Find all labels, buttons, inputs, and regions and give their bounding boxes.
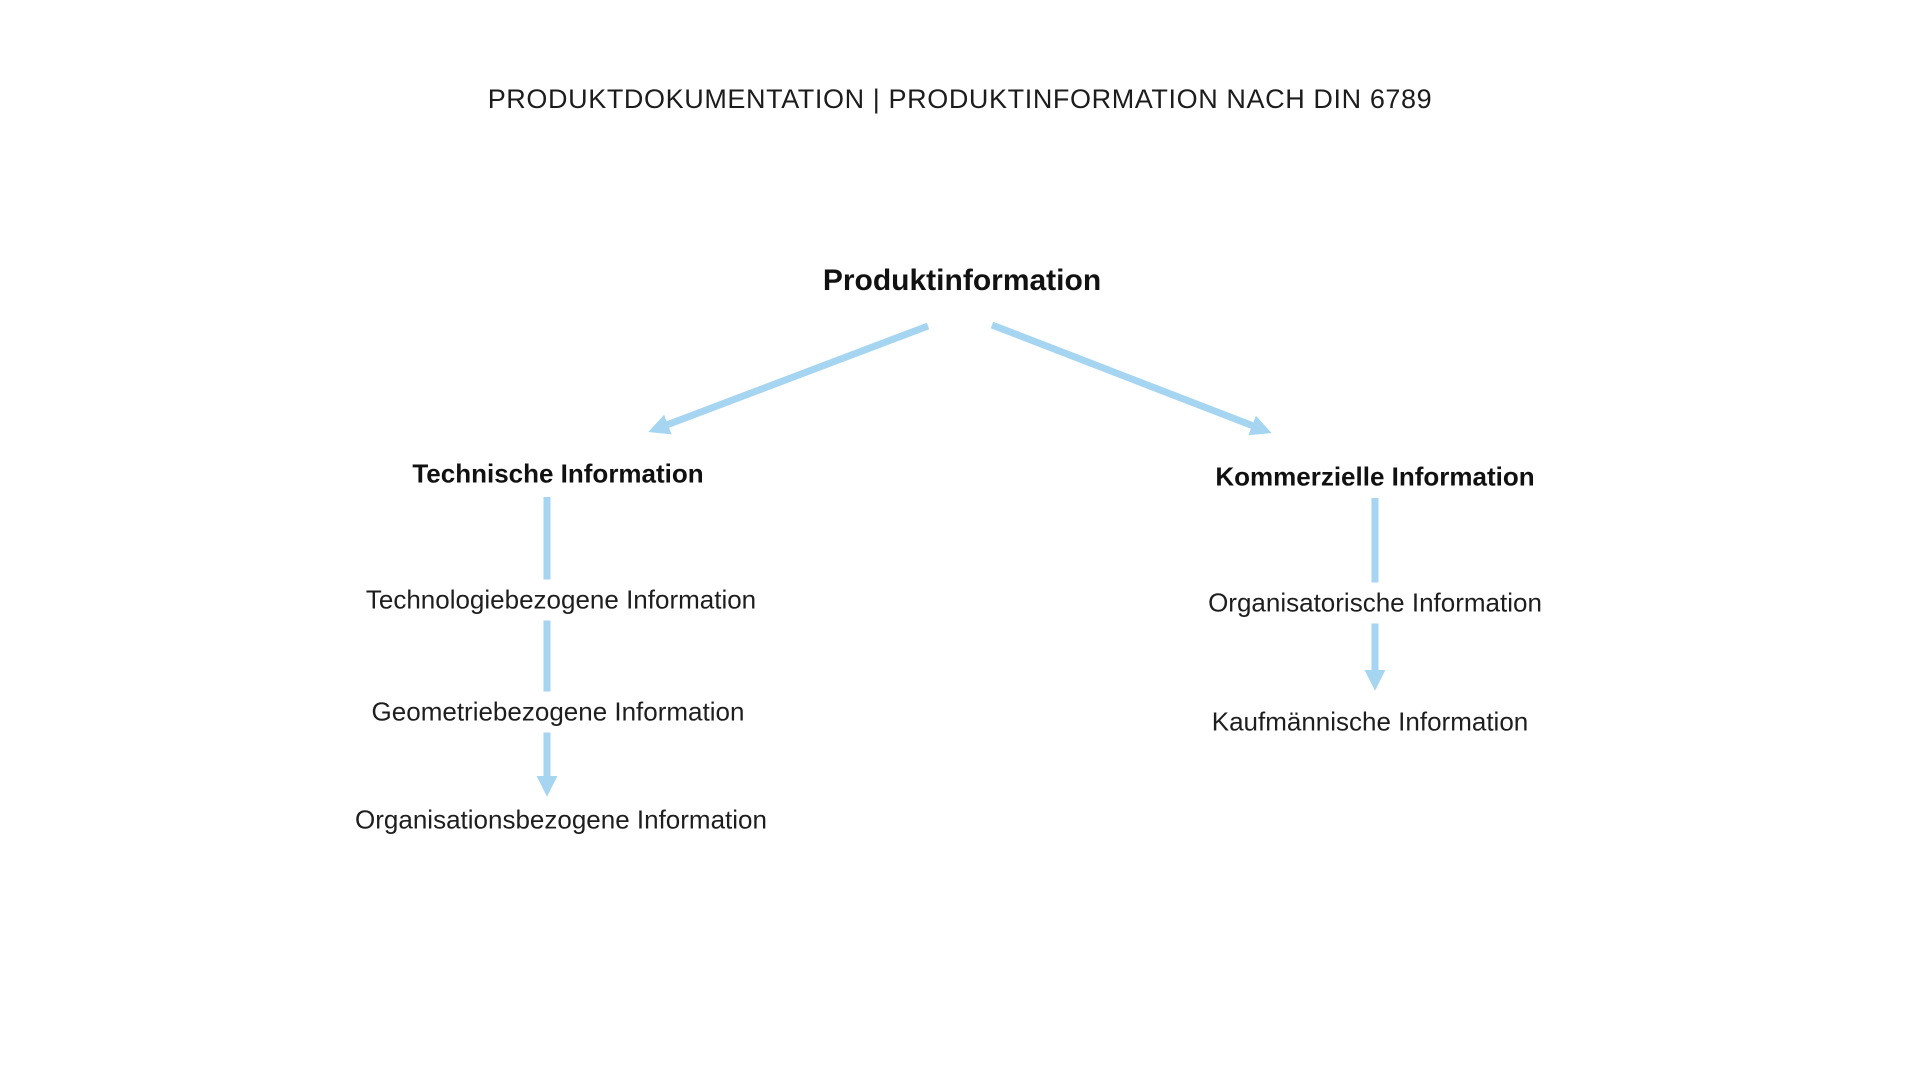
- root-node-produktinformation: Produktinformation: [822, 264, 1102, 297]
- branch-header-technische-information: Technische Information: [412, 458, 704, 489]
- right-branch-item-organisatorische: Organisatorische Information: [1198, 582, 1552, 624]
- right-branch-item-kaufmaennische: Kaufmännische Information: [1201, 701, 1539, 743]
- left-branch-item-organisationsbezogene: Organisationsbezogene Information: [345, 799, 777, 841]
- left-branch-item-geometriebezogene: Geometriebezogene Information: [361, 691, 755, 733]
- arrow-root-to-right: [990, 321, 1272, 436]
- page-title: PRODUKTDOKUMENTATION | PRODUKTINFORMATIO…: [487, 84, 1433, 114]
- arrow-root-to-left: [648, 322, 930, 435]
- left-branch-item-technologiebezogene: Technologiebezogene Information: [355, 579, 767, 621]
- branch-header-kommerzielle-information: Kommerzielle Information: [1215, 461, 1535, 492]
